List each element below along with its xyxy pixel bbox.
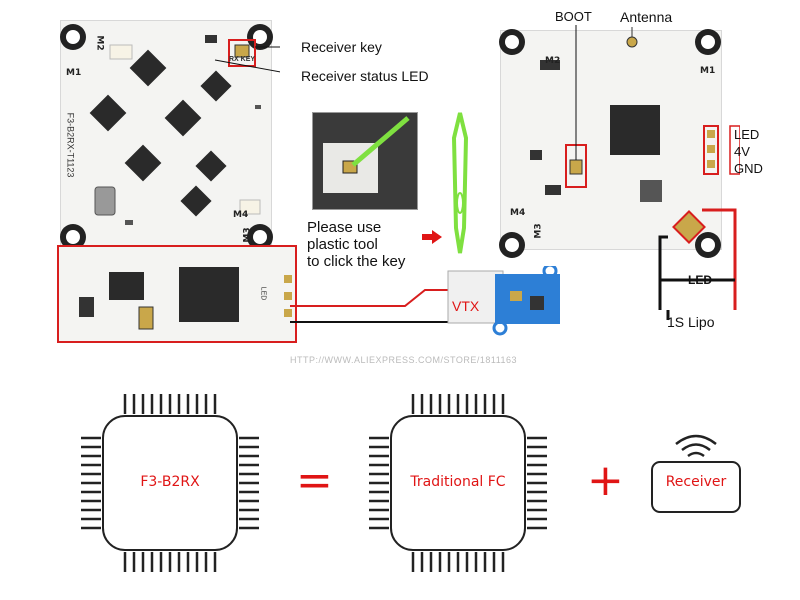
receiver-status-led-label: Receiver status LED (301, 68, 429, 84)
led-wire-label: LED (688, 273, 712, 287)
tool-photo (312, 112, 418, 210)
receiver-box (651, 434, 741, 513)
tr-motor-label-m3: M3 (533, 223, 544, 239)
equals-sign: = (296, 455, 333, 506)
tl-motor-label-m4: M4 (233, 210, 249, 220)
chip-traditional-fc (369, 394, 547, 572)
top-left-board-graphics (60, 24, 280, 250)
rx-key-silk: RX KEY (229, 56, 256, 63)
tl-motor-label-m3: M3 (242, 227, 253, 243)
vtx-label: VTX (452, 298, 480, 314)
tl-motor-label-m1: M1 (66, 68, 82, 78)
tool-note-line3: to click the key (307, 253, 406, 270)
receiver-key-label: Receiver key (301, 39, 382, 55)
tool-note-line2: plastic tool (307, 236, 378, 253)
chip1-label: F3-B2RX (140, 474, 200, 490)
battery-label: 1S Lipo (667, 314, 715, 330)
vtx-pad-silk: LED (259, 286, 267, 301)
pin-label-gnd: GND (734, 161, 763, 176)
chip2-label: Traditional FC (410, 474, 506, 490)
chip-f3-b2rx (81, 394, 259, 572)
pin-label-led: LED (734, 127, 760, 142)
tr-motor-label-m4: M4 (510, 208, 526, 218)
vtx-module (440, 263, 560, 336)
tl-motor-label-m2: M2 (94, 35, 105, 51)
tool-note-line1: Please use (307, 219, 382, 236)
antenna-label: Antenna (620, 9, 673, 25)
boot-label: BOOT (555, 9, 592, 24)
pin-label-4v: 4V (734, 144, 750, 159)
tr-motor-label-m1: M1 (700, 66, 716, 76)
plus-sign: + (587, 455, 624, 506)
plastic-tool-illustration (451, 112, 469, 254)
arrow-right-icon (422, 230, 442, 244)
vtx-connection-strip (57, 245, 297, 343)
tr-motor-label-m2: M2 (545, 56, 561, 66)
store-watermark: HTTP://WWW.ALIEXPRESS.COM/STORE/1811163 (290, 355, 518, 365)
top-right-board-graphics (499, 25, 740, 320)
receiver-label: Receiver (665, 474, 727, 490)
vtx-wires (290, 289, 460, 323)
board-name-silk: F3-B2RX-T1123 (65, 112, 76, 178)
